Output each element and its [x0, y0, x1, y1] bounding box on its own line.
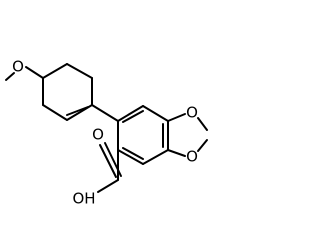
benzene-double-bond-1: [122, 110, 144, 123]
benzene-double-bond-3: [122, 147, 144, 160]
dioxole-bond-ch2-bottom-o: [197, 139, 208, 152]
carboxyl-co-double-bond-2: [104, 142, 122, 177]
biaryl-bond: [91, 104, 119, 122]
dioxole-oxygen-top-label: O: [186, 104, 198, 122]
dioxole-bond-top-o-aryl: [167, 113, 186, 122]
atom-labels: O O O O OH: [12, 58, 198, 208]
dioxole-bond-top-o-ch2: [197, 117, 208, 131]
benzene-bond-4: [142, 149, 169, 165]
dioxole-oxygen-bottom-label: O: [186, 148, 198, 166]
cyclohexene-bond-1: [42, 63, 68, 79]
benzene-bond-2: [142, 105, 169, 122]
cyclohexene-bond-2: [66, 63, 93, 79]
carboxyl-hydroxyl-bond: [97, 179, 119, 193]
bond-lines: [5, 63, 208, 193]
dioxole-bond-bottom-o-aryl: [167, 149, 186, 157]
cyclohexene-double-bond-inner: [66, 106, 89, 116]
cyclohexene-bond-5: [42, 104, 68, 121]
methoxy-o-ring-bond: [25, 66, 44, 79]
carboxyl-co-double-bond-1: [99, 144, 117, 178]
hydroxyl-label: OH: [72, 190, 95, 208]
chemical-structure-diagram: O O O O OH: [5, 58, 208, 208]
benzene-bond-1: [117, 105, 144, 122]
benzene-bond-5: [117, 149, 144, 165]
methyl-bond: [5, 72, 15, 81]
carbonyl-oxygen-label: O: [92, 126, 104, 144]
methoxy-oxygen-label: O: [12, 58, 24, 76]
